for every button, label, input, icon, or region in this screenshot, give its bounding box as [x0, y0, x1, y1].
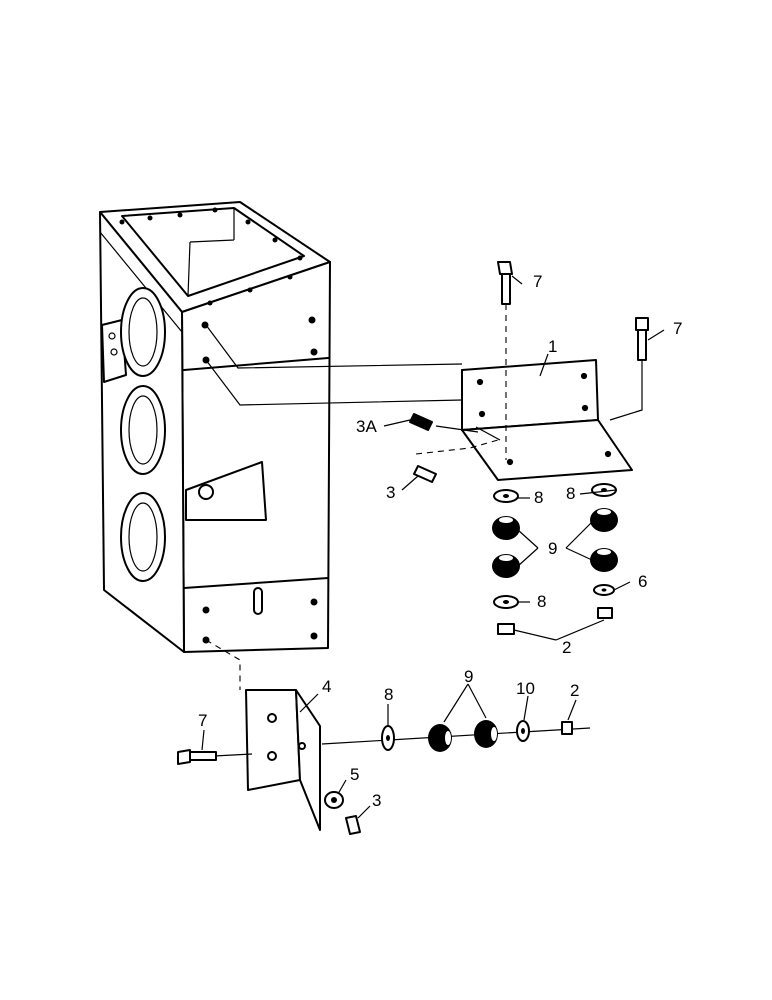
bracket-1 — [461, 359, 633, 481]
callout-7-top: 7 — [533, 272, 542, 291]
bracket-4 — [245, 689, 321, 831]
side-port-upper — [120, 287, 166, 377]
nut-2-right — [597, 607, 613, 619]
callout-8-left-top: 8 — [534, 488, 543, 507]
mount-9-right-lower — [590, 548, 618, 572]
transmission-housing — [99, 201, 331, 653]
callout-5: 5 — [350, 765, 359, 784]
callout-3-lower: 3 — [372, 791, 381, 810]
nut-2-bottom — [561, 721, 573, 735]
callout-8-right-top: 8 — [566, 484, 575, 503]
bolt-7-right — [609, 317, 649, 421]
washer-6-right — [593, 584, 615, 596]
callout-2-bottom: 2 — [570, 681, 579, 700]
side-port-middle — [120, 385, 166, 475]
callout-7-bottom: 7 — [198, 711, 207, 730]
bolt-7-left — [497, 261, 513, 460]
callout-9-right: 9 — [548, 539, 557, 558]
callout-3-upper: 3 — [386, 483, 395, 502]
callout-leaders — [201, 275, 665, 819]
washer-10-bottom — [516, 720, 530, 742]
callout-labels: 7 7 1 3A 3 8 8 9 8 6 2 4 8 9 10 2 7 5 3 — [198, 272, 682, 810]
side-port-lower — [120, 492, 166, 582]
callout-9-bottom: 9 — [464, 667, 473, 686]
callout-7-right: 7 — [673, 319, 682, 338]
mount-9-left-upper — [492, 516, 520, 540]
callout-1: 1 — [548, 337, 557, 356]
mount-9-left-lower — [492, 554, 520, 578]
bolt-7-bottom — [177, 749, 217, 765]
leader-lower-to-bracket — [205, 359, 463, 406]
bolt-3a — [409, 413, 479, 433]
nut-2-left — [497, 623, 515, 635]
bolt-3-lower — [345, 815, 361, 835]
washer-5 — [324, 791, 344, 809]
callout-8-bottom: 8 — [384, 685, 393, 704]
bolt-3-upper — [413, 439, 499, 483]
washer-8-left-top — [493, 489, 519, 503]
leader-upper-to-bracket — [205, 324, 463, 369]
washer-8-right-top — [591, 483, 617, 497]
bottom-axis-line — [213, 727, 591, 757]
washer-8-bottom — [381, 725, 395, 751]
leader-bottom-bolt — [205, 639, 241, 690]
callout-3a: 3A — [356, 417, 377, 436]
callout-6: 6 — [638, 572, 647, 591]
mount-9-right-upper — [590, 508, 618, 532]
mount-9-bottom-left — [428, 724, 452, 752]
callout-10: 10 — [516, 679, 535, 698]
callout-4: 4 — [322, 677, 331, 696]
callout-8-left-bottom: 8 — [537, 592, 546, 611]
washer-8-left-bottom — [493, 595, 519, 609]
callout-2-right: 2 — [562, 638, 571, 657]
mount-9-bottom-right — [474, 720, 498, 748]
